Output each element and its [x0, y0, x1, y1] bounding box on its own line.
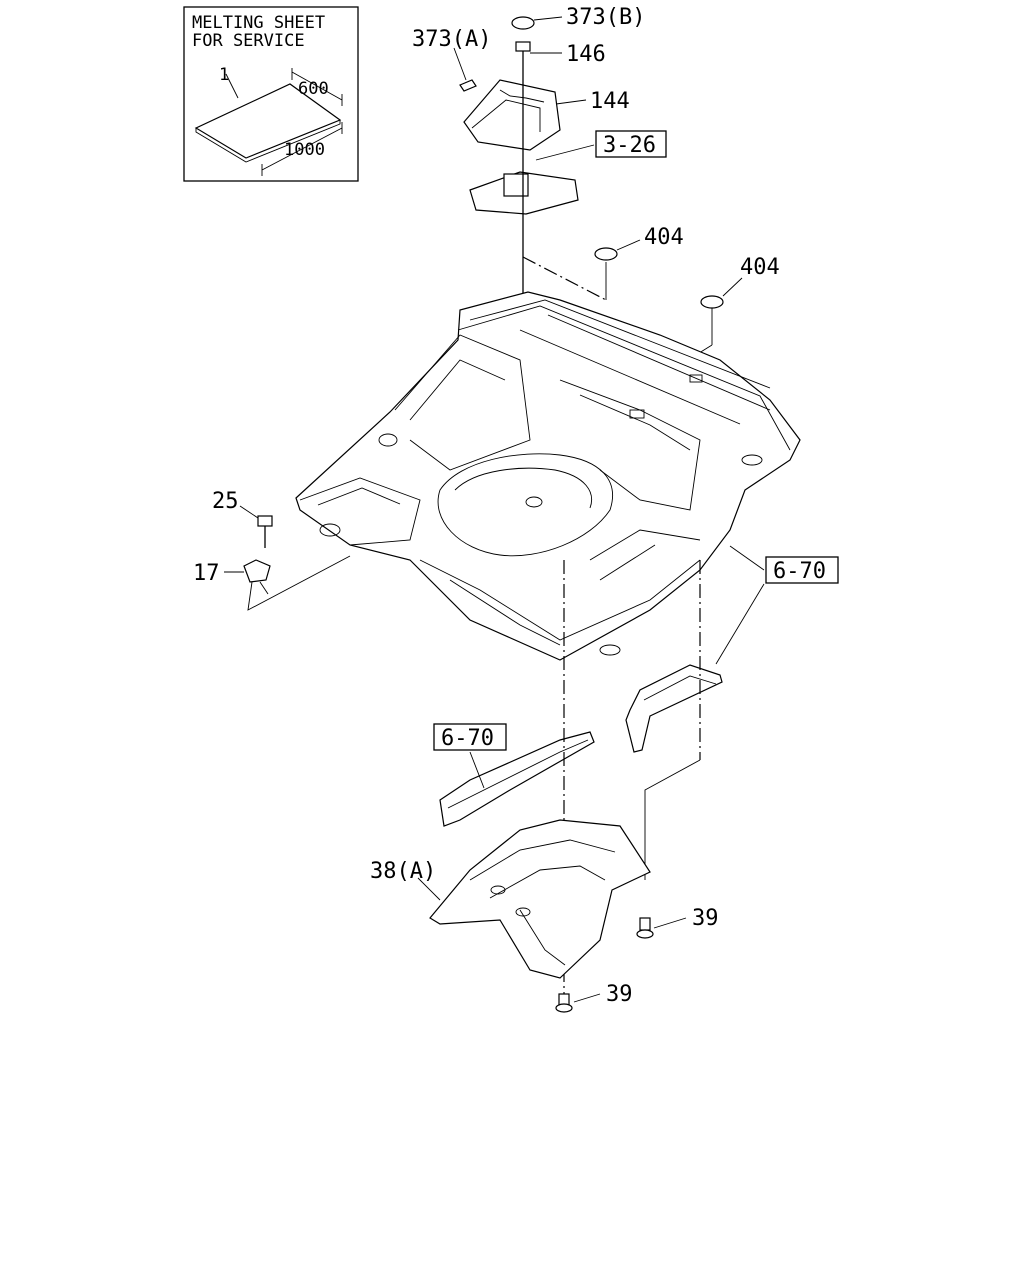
- callout-146: 146: [566, 42, 606, 67]
- bracket-17-part: [243, 559, 271, 583]
- ref-6-70-right: 6-70: [773, 559, 826, 584]
- console-144-part: [463, 79, 561, 151]
- bolt-25-part: [257, 515, 273, 527]
- ref-box-6-70-left: [433, 723, 507, 751]
- callout-373a: 373(A): [412, 27, 491, 52]
- ref-3-26: 3-26: [603, 133, 656, 158]
- plug-404-group: 404 404: [522, 225, 780, 459]
- callout-373b: 373(B): [566, 5, 645, 30]
- melting-sheet-inset: MELTING SHEET FOR SERVICE 1 600 1000: [183, 6, 359, 182]
- floor-38a-group: 38(A): [370, 819, 651, 979]
- right-rail-part: [625, 664, 723, 753]
- callout-17: 17: [193, 561, 220, 586]
- ref-box-3-26: [595, 130, 667, 158]
- left-rail-part: [439, 731, 595, 827]
- cap-373b-part: [511, 16, 535, 30]
- callout-39-right: 39: [692, 906, 719, 931]
- plug-404-right-part: [700, 295, 724, 309]
- right-rail-group: 6-70: [625, 545, 839, 880]
- callout-404-left: 404: [644, 225, 684, 250]
- callout-38a: 38(A): [370, 859, 436, 884]
- clip-373a-part: [459, 79, 477, 92]
- inset-title-line2: FOR SERVICE: [192, 31, 305, 51]
- ref-box-6-70-right: [765, 556, 839, 584]
- screw-39-bottom-part: [555, 1003, 573, 1013]
- inset-item-number: 1: [219, 65, 229, 85]
- floor-panel-part: [295, 291, 801, 661]
- screw-39-right-part: [636, 929, 654, 939]
- console-assembly: 373(B) 146 373(A) 144 3-26: [412, 5, 667, 215]
- bracket-17-group: 25 17: [193, 489, 351, 611]
- callout-39-bottom: 39: [606, 982, 633, 1007]
- callout-25: 25: [212, 489, 239, 514]
- callout-144: 144: [590, 89, 630, 114]
- left-rail-group: 6-70: [433, 723, 595, 827]
- screw-39-group: 39 39: [555, 906, 719, 1013]
- inset-dim-600: 600: [298, 79, 329, 99]
- floor-38a-part: [429, 819, 651, 979]
- callout-404-right: 404: [740, 255, 780, 280]
- ref-6-70-left: 6-70: [441, 726, 494, 751]
- plug-404-left-part: [594, 247, 618, 261]
- bolt-146-part: [515, 41, 531, 52]
- inset-dim-1000: 1000: [284, 140, 325, 160]
- inset-title-line1: MELTING SHEET: [192, 13, 325, 33]
